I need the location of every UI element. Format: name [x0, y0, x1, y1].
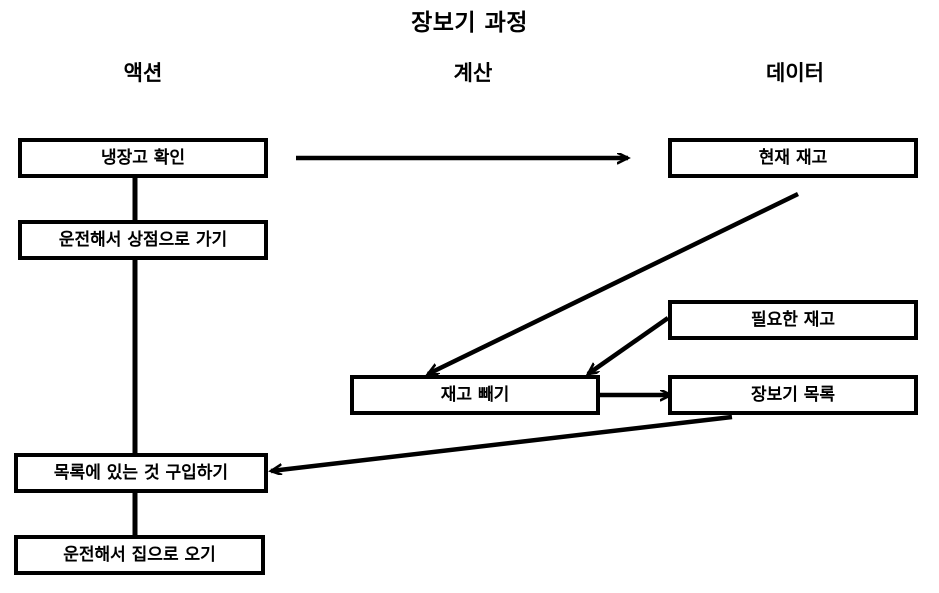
node-check-fridge[interactable]: 냉장고 확인 — [18, 138, 268, 178]
edge-shopping-list-to-buy-list — [271, 414, 733, 471]
node-current-stock[interactable]: 현재 재고 — [668, 138, 918, 178]
node-shopping-list[interactable]: 장보기 목록 — [668, 375, 918, 415]
column-header-calculation: 계산 — [453, 61, 493, 85]
edge-needed-stock-to-subtract-stock — [588, 316, 670, 376]
node-needed-stock[interactable]: 필요한 재고 — [668, 300, 918, 340]
page-title: 장보기 과정 — [411, 10, 528, 36]
node-subtract-stock[interactable]: 재고 빼기 — [350, 375, 600, 415]
column-header-data: 데이터 — [766, 61, 824, 85]
node-buy-items-on-list[interactable]: 목록에 있는 것 구입하기 — [14, 453, 268, 493]
edge-current-stock-to-subtract-stock — [428, 191, 799, 377]
node-drive-to-store[interactable]: 운전해서 상점으로 가기 — [18, 220, 268, 260]
column-header-action: 액션 — [123, 61, 163, 85]
node-drive-home[interactable]: 운전해서 집으로 오기 — [14, 535, 265, 575]
